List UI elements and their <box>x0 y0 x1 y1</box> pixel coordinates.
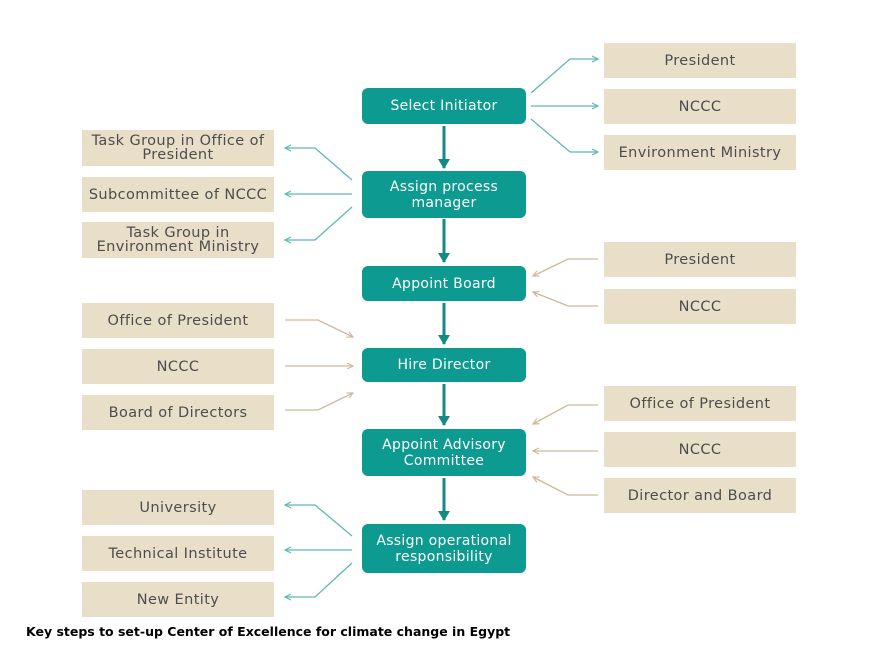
step-appoint-board: Appoint Board <box>362 266 526 301</box>
option-box: NCCC <box>604 89 796 124</box>
connector-arrow <box>285 393 353 411</box>
connector-arrow <box>530 59 598 94</box>
option-box: Board of Directors <box>82 395 274 430</box>
connector-arrow <box>533 477 598 496</box>
connector-arrow <box>530 118 598 152</box>
step-hire-director: Hire Director <box>362 348 526 382</box>
option-box: Task Group in Office of President <box>82 130 274 166</box>
option-box: University <box>82 490 274 525</box>
option-box: Director and Board <box>604 478 796 513</box>
connector-arrow <box>285 319 353 337</box>
option-box: NCCC <box>604 432 796 467</box>
option-box: Task Group in Environment Ministry <box>82 222 274 258</box>
connector-arrow <box>285 148 353 181</box>
connector-arrow <box>533 292 598 307</box>
connector-arrow <box>285 206 353 240</box>
figure-caption: Key steps to set-up Center of Excellence… <box>26 624 511 639</box>
connector-arrow <box>533 404 598 424</box>
step-assign-process-manager: Assign process manager <box>362 171 526 218</box>
option-box: Office of President <box>82 303 274 338</box>
option-box: Subcommittee of NCCC <box>82 177 274 212</box>
step-appoint-advisory-committee: Appoint Advisory Committee <box>362 429 526 476</box>
connector-arrow <box>285 562 353 597</box>
option-box: President <box>604 43 796 78</box>
option-box: New Entity <box>82 582 274 617</box>
option-box: Technical Institute <box>82 536 274 571</box>
option-box: Environment Ministry <box>604 135 796 170</box>
option-box: President <box>604 242 796 277</box>
option-box: Office of President <box>604 386 796 421</box>
option-box: NCCC <box>604 289 796 324</box>
step-assign-operational-responsibility: Assign operational responsibility <box>362 524 526 573</box>
step-select-initiator: Select Initiator <box>362 88 526 124</box>
connector-arrow <box>285 505 353 537</box>
connector-arrow <box>533 258 598 276</box>
option-box: NCCC <box>82 349 274 384</box>
